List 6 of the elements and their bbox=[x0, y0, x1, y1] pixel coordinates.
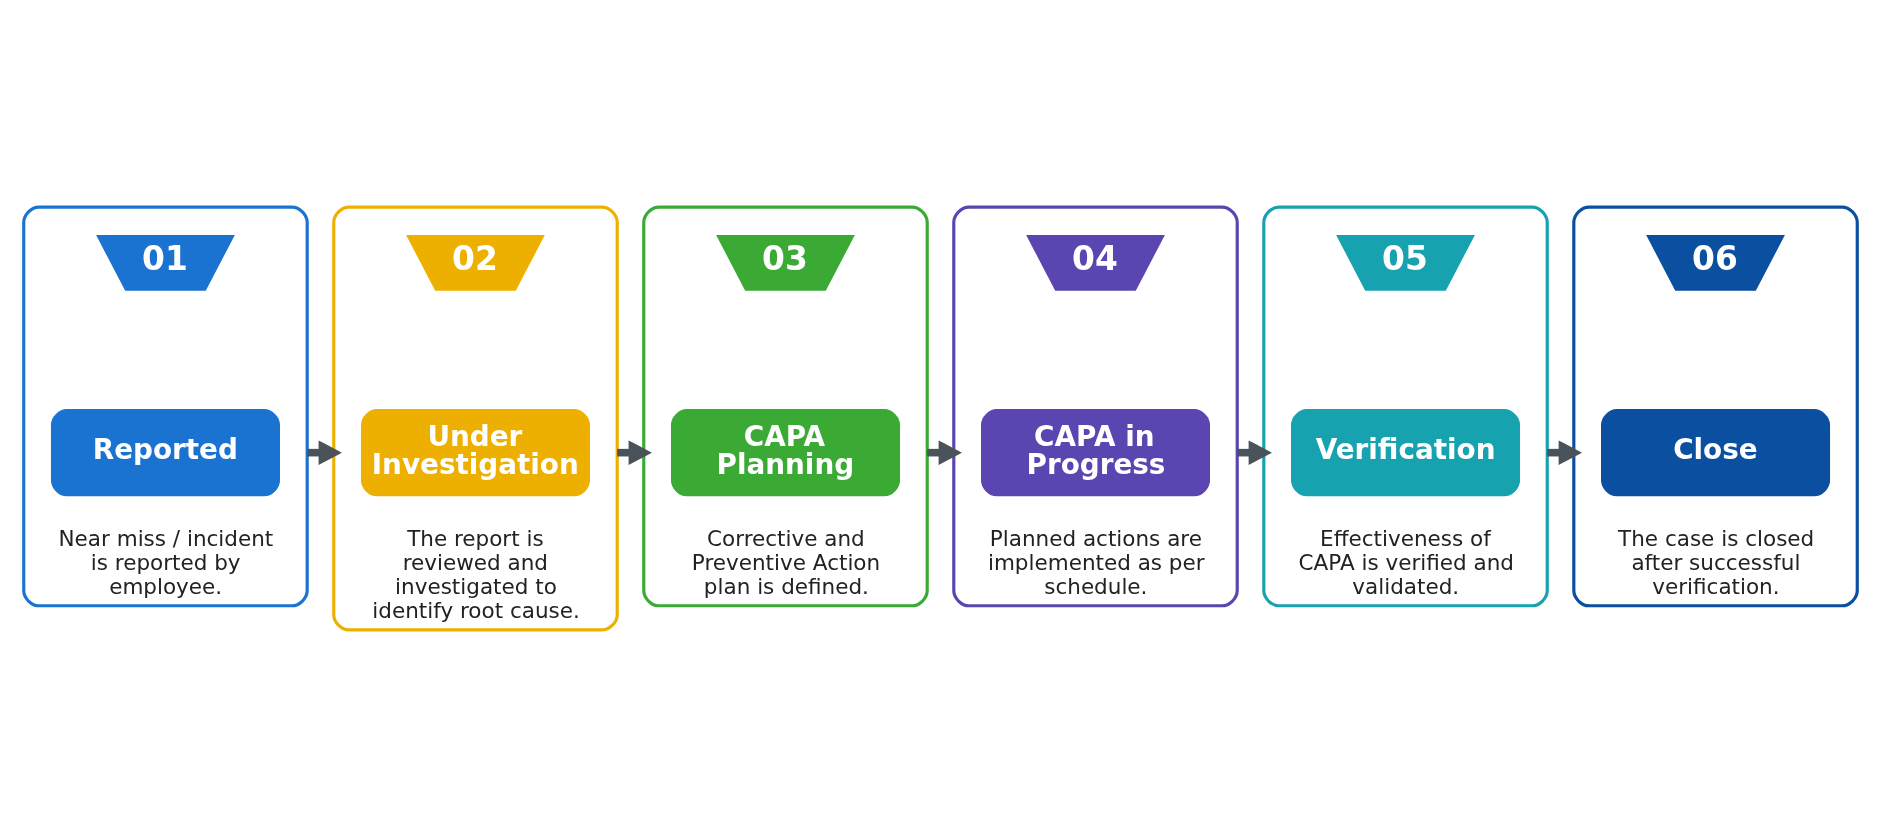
node-box: Reported bbox=[50, 408, 280, 496]
node-box: CAPA Planning bbox=[670, 408, 900, 496]
node-box: Close bbox=[1601, 408, 1831, 496]
node-box: Under Investigation bbox=[360, 408, 590, 496]
node-box: CAPA in Progress bbox=[981, 408, 1211, 496]
node-box: Verification bbox=[1291, 408, 1521, 496]
